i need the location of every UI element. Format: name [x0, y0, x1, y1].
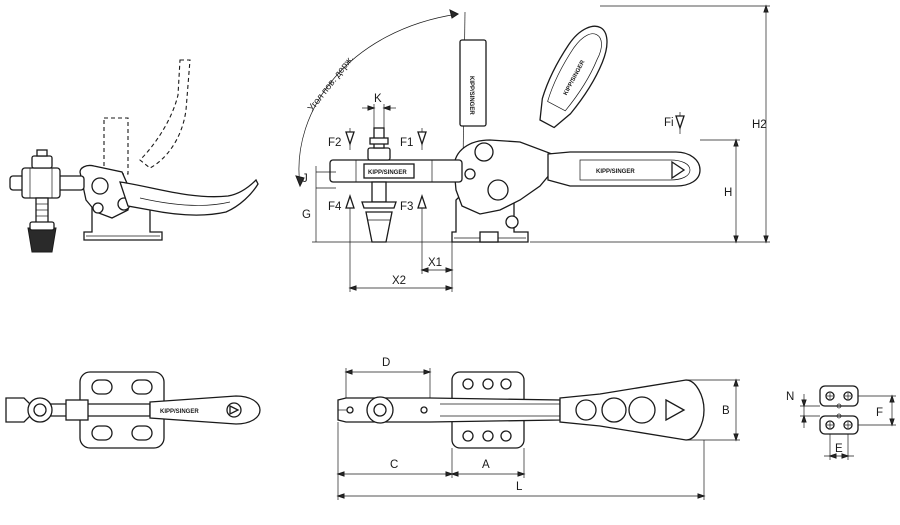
brand-open-handle: KIPP/SINGER: [468, 76, 474, 115]
force-Fi: Fi: [664, 117, 674, 129]
dim-K: K: [374, 93, 382, 105]
brand-handle: KIPP/SINGER: [596, 169, 635, 175]
dim-C: C: [390, 459, 398, 471]
dim-A: A: [482, 459, 490, 471]
force-F2-arrow: F2: [328, 128, 355, 150]
base-detail: N F E: [786, 385, 896, 460]
dim-J: J: [302, 173, 308, 185]
angle-label: Угол пов. держ.: [306, 54, 357, 114]
dim-L: L: [516, 481, 523, 493]
brand-top-left: KIPP/SINGER: [160, 409, 199, 415]
force-Fi-arrow: Fi: [664, 112, 685, 134]
dim-X2: X2: [392, 275, 406, 287]
force-F2: F2: [328, 137, 341, 149]
force-F1-arrow: F1: [400, 128, 427, 150]
force-F1: F1: [400, 137, 413, 149]
force-F4: F4: [328, 201, 342, 213]
top-view-left: KIPP/SINGER: [5, 371, 261, 449]
force-F3-arrow: F3: [400, 193, 427, 226]
side-view-left: [9, 59, 259, 253]
dim-H2: H2: [752, 119, 767, 131]
side-view-main: Угол пов. держ. KIPP/SINGER KIPP/SINGER …: [295, 4, 770, 292]
top-view-main: D C A L B: [336, 357, 740, 500]
force-F3: F3: [400, 201, 413, 213]
dim-H: H: [724, 187, 732, 199]
dim-X1: X1: [428, 257, 442, 269]
dim-E: E: [835, 443, 843, 455]
dim-B: B: [722, 405, 730, 417]
dim-D: D: [382, 357, 390, 369]
dim-N: N: [786, 391, 794, 403]
force-F4-arrow: F4: [328, 193, 355, 226]
brand-spindle: KIPP/SINGER: [368, 170, 407, 176]
dim-F: F: [876, 407, 883, 419]
dim-G: G: [302, 209, 311, 221]
